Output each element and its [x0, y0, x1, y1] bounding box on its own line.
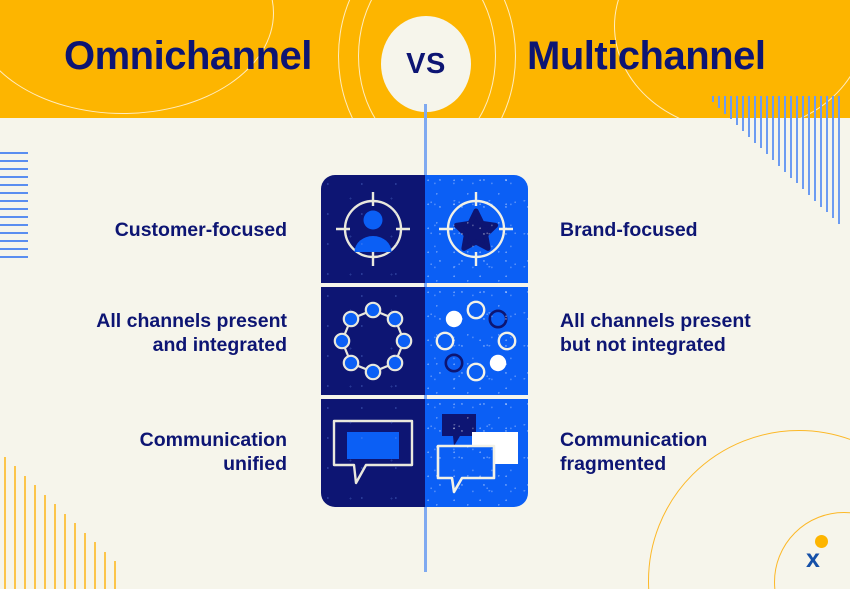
title-omnichannel: Omnichannel: [64, 34, 312, 78]
vs-badge: VS: [381, 16, 471, 112]
decoration-vline: [838, 96, 840, 224]
decoration-vline: [766, 96, 768, 154]
connected-nodes-ring-icon: [333, 301, 413, 381]
star-in-crosshair-icon: [439, 192, 514, 266]
decoration-vline: [784, 96, 786, 172]
decoration-vline: [724, 96, 726, 114]
decoration-vline: [712, 96, 714, 102]
decoration-left-horizontal-lines: [0, 152, 30, 262]
header-banner: Omnichannel Multichannel VS: [0, 0, 850, 118]
decoration-yline: [84, 533, 86, 589]
label-right-row-1: Brand-focused: [560, 219, 698, 241]
label-right-row-3: Communication fragmented: [560, 429, 708, 475]
decoration-hline: [0, 256, 28, 258]
decoration-hline: [0, 248, 28, 250]
decoration-vline: [760, 96, 762, 148]
person-in-crosshair-icon: [335, 192, 410, 266]
decoration-bottomleft-vertical-lines: [4, 419, 124, 589]
logo-dot-icon: [815, 535, 828, 548]
decoration-yline: [24, 476, 26, 589]
label-left-row-2: All channels present and integrated: [96, 310, 287, 356]
logo-x-mark: x: [806, 545, 820, 573]
panel-omnichannel-customer-focused: [321, 175, 425, 283]
decoration-hline: [0, 216, 28, 218]
panel-multichannel-channels-not-integrated: [424, 287, 528, 395]
decoration-yline: [54, 504, 56, 589]
panel-multichannel-communication-fragmented: [424, 399, 528, 507]
single-speech-bubble-icon: [332, 419, 413, 485]
decoration-hline: [0, 200, 28, 202]
label-left-row-1: Customer-focused: [114, 219, 287, 241]
decoration-yline: [114, 561, 116, 589]
panel-multichannel-brand-focused: [424, 175, 528, 283]
decoration-vline: [742, 96, 744, 131]
brand-logo: x: [806, 535, 846, 579]
decoration-vline: [826, 96, 828, 212]
title-multichannel: Multichannel: [527, 34, 766, 78]
decoration-hline: [0, 240, 28, 242]
decoration-yline: [94, 542, 96, 589]
vs-label: VS: [406, 47, 446, 80]
decoration-yline: [104, 552, 106, 589]
decoration-hline: [0, 160, 28, 162]
decoration-vline: [772, 96, 774, 160]
decoration-yline: [34, 485, 36, 589]
decoration-vline: [790, 96, 792, 178]
decoration-vline: [802, 96, 804, 189]
decoration-yline: [14, 466, 16, 589]
decoration-hline: [0, 232, 28, 234]
decoration-yline: [44, 495, 46, 589]
decoration-vline: [778, 96, 780, 166]
multiple-speech-bubbles-icon: [436, 414, 519, 494]
decoration-vline: [832, 96, 834, 218]
decoration-yline: [4, 457, 6, 589]
decoration-vline: [736, 96, 738, 125]
decoration-hline: [0, 208, 28, 210]
decoration-yline: [64, 514, 66, 589]
disconnected-nodes-ring-icon: [435, 300, 517, 382]
decoration-hline: [0, 168, 28, 170]
decoration-vline: [754, 96, 756, 143]
label-right-row-2: All channels present but not integrated: [560, 310, 751, 356]
decoration-vline: [730, 96, 732, 119]
decoration-vline: [814, 96, 816, 201]
panel-omnichannel-communication-unified: [321, 399, 425, 507]
decoration-vline: [718, 96, 720, 108]
decoration-topright-vertical-lines: [712, 96, 850, 226]
label-left-row-3: Communication unified: [139, 429, 287, 475]
decoration-vline: [748, 96, 750, 137]
decoration-vline: [820, 96, 822, 207]
decoration-yline: [74, 523, 76, 589]
decoration-hline: [0, 184, 28, 186]
decoration-hline: [0, 152, 28, 154]
panel-omnichannel-channels-integrated: [321, 287, 425, 395]
decoration-hline: [0, 224, 28, 226]
decoration-hline: [0, 192, 28, 194]
decoration-vline: [796, 96, 798, 183]
decoration-vline: [808, 96, 810, 195]
comparison-icon-grid: [321, 175, 528, 507]
decoration-hline: [0, 176, 28, 178]
